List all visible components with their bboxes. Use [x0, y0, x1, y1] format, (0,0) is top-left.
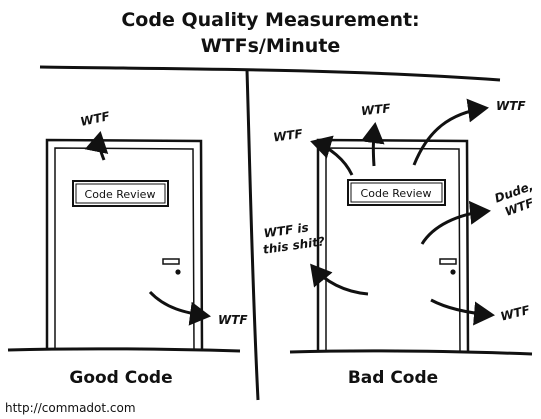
good-door-sign: Code Review	[72, 180, 169, 207]
good-door-handle	[162, 258, 181, 275]
bad-wtf-right-arrow	[412, 98, 489, 166]
good-door	[7, 138, 241, 353]
bad-wtf-left-arrow	[310, 135, 354, 176]
bad-wtf-bottom: WTF	[499, 303, 532, 324]
bad-door-sign: Code Review	[347, 179, 446, 206]
title-line-1: Code Quality Measurement:	[121, 9, 420, 31]
good-wtf-bottom: WTF	[218, 313, 248, 327]
bad-door-handle	[439, 258, 457, 275]
title-line-2: WTFs/Minute	[200, 35, 341, 57]
divider-line	[245, 69, 260, 401]
bad-shit-label: WTF is this shit?	[260, 218, 326, 256]
good-wtf-bottom-arrow	[148, 290, 211, 326]
good-wtf-top-arrow	[84, 131, 109, 161]
bad-code-caption: Bad Code	[348, 368, 438, 388]
bad-shit-arrow	[310, 263, 369, 296]
bad-wtf-top: WTF	[360, 101, 392, 118]
bad-dude-arrow	[420, 200, 491, 245]
bad-wtf-top-arrow	[360, 122, 385, 167]
bad-door	[289, 138, 533, 356]
bad-shit-line1: WTF is	[263, 220, 310, 240]
bad-wtf-bottom-arrow	[430, 298, 495, 326]
bad-sign-text: Code Review	[361, 187, 432, 200]
good-sign-text: Code Review	[85, 188, 156, 201]
ceiling-line	[39, 65, 501, 82]
good-code-caption: Good Code	[69, 368, 172, 388]
source-url: http://commadot.com	[5, 401, 136, 415]
good-wtf-top: WTF	[79, 109, 112, 129]
bad-dude-label: Dude, WTF	[493, 177, 541, 220]
bad-wtf-left: WTF	[272, 126, 304, 144]
bad-wtf-right: WTF	[496, 99, 526, 113]
